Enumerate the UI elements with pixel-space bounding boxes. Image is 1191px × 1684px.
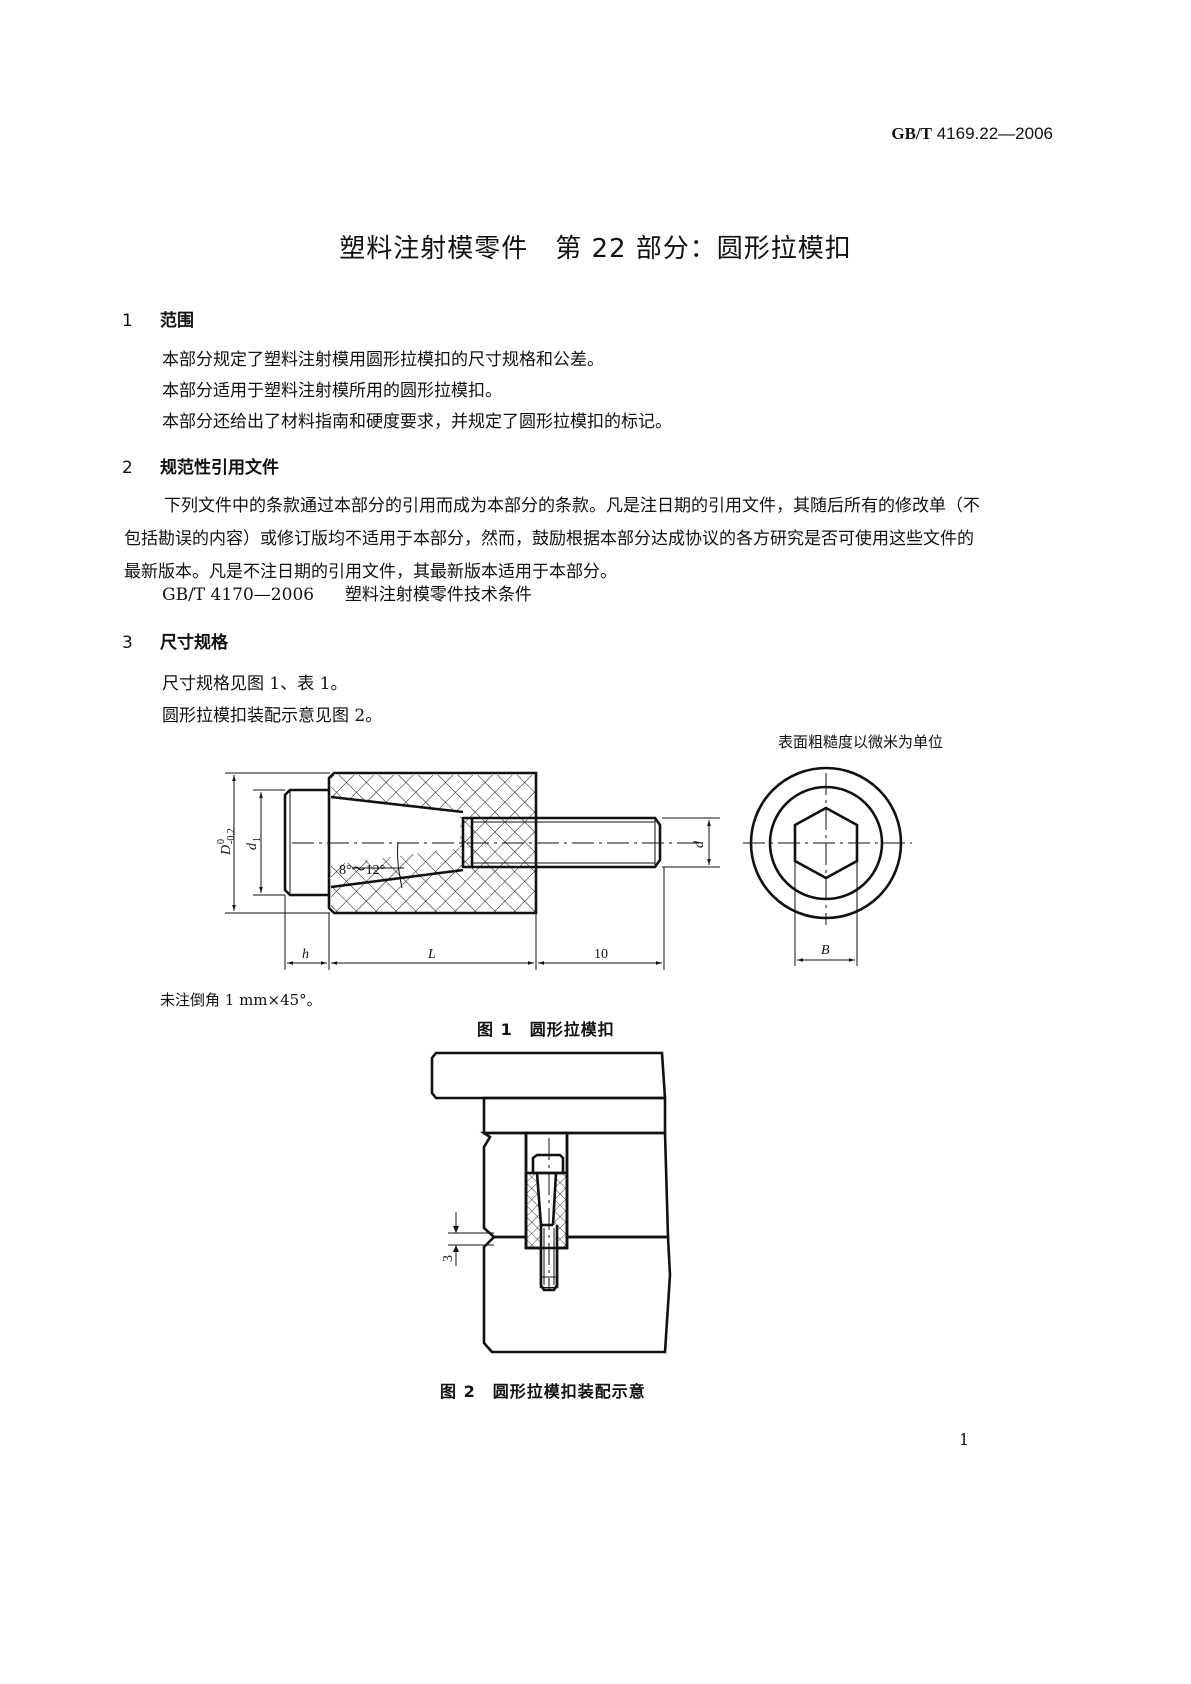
label-angle: 8°～12° — [339, 863, 385, 878]
figure-2-caption: 图 2 圆形拉模扣装配示意 — [440, 1382, 646, 1401]
section-3-paragraph-1: 尺寸规格见图 1、表 1。 — [162, 674, 348, 694]
standard-number: GB/T 4169.22—2006 — [891, 124, 1053, 144]
label-10: 10 — [594, 947, 608, 962]
label-L: L — [427, 947, 436, 962]
label-d1: d — [245, 842, 260, 850]
standard-prefix: GB/T — [891, 124, 932, 143]
figure-1-side-view: D 0 -0.2 d 1 d 8°～12° h L 10 — [216, 771, 720, 970]
reference-code: GB/T 4170—2006 — [162, 585, 315, 605]
label-B: B — [821, 943, 830, 958]
label-D-lower: -0.2 — [226, 828, 237, 844]
label-d: d — [692, 840, 707, 848]
standard-code: 4169.22—2006 — [936, 124, 1053, 143]
reference-title: 塑料注射模零件技术条件 — [344, 585, 532, 605]
label-D: D — [219, 845, 234, 856]
label-h: h — [302, 947, 309, 962]
page-number: 1 — [959, 1430, 970, 1449]
label-D-upper: 0 — [216, 839, 227, 844]
figure-1-caption: 图 1 圆形拉模扣 — [477, 1020, 615, 1039]
figure-1-footnote: 未注倒角 1 mm×45°。 — [160, 991, 322, 1009]
reference-item: GB/T 4170—2006 塑料注射模零件技术条件 — [162, 579, 532, 612]
label-3: 3 — [441, 1255, 456, 1262]
section-2-paragraph: 下列文件中的条款通过本部分的引用而成为本部分的条款。凡是注日期的引用文件，其随后… — [124, 496, 980, 582]
section-1-paragraph-1: 本部分规定了塑料注射模用圆形拉模扣的尺寸规格和公差。 — [162, 350, 604, 370]
roughness-note: 表面粗糙度以微米为单位 — [778, 733, 944, 751]
figure-1-end-view: B — [743, 766, 912, 966]
section-3-paragraph-2: 圆形拉模扣装配示意见图 2。 — [162, 706, 383, 726]
figure-2-assembly: 3 — [430, 1051, 672, 1354]
section-1-paragraph-2: 本部分适用于塑料注射模所用的圆形拉模扣。 — [162, 381, 502, 401]
document-title: 塑料注射模零件 第 22 部分：圆形拉模扣 — [339, 234, 852, 264]
section-1-paragraph-3: 本部分还给出了材料指南和硬度要求，并规定了圆形拉模扣的标记。 — [162, 412, 672, 432]
svg-text:1: 1 — [252, 837, 263, 842]
